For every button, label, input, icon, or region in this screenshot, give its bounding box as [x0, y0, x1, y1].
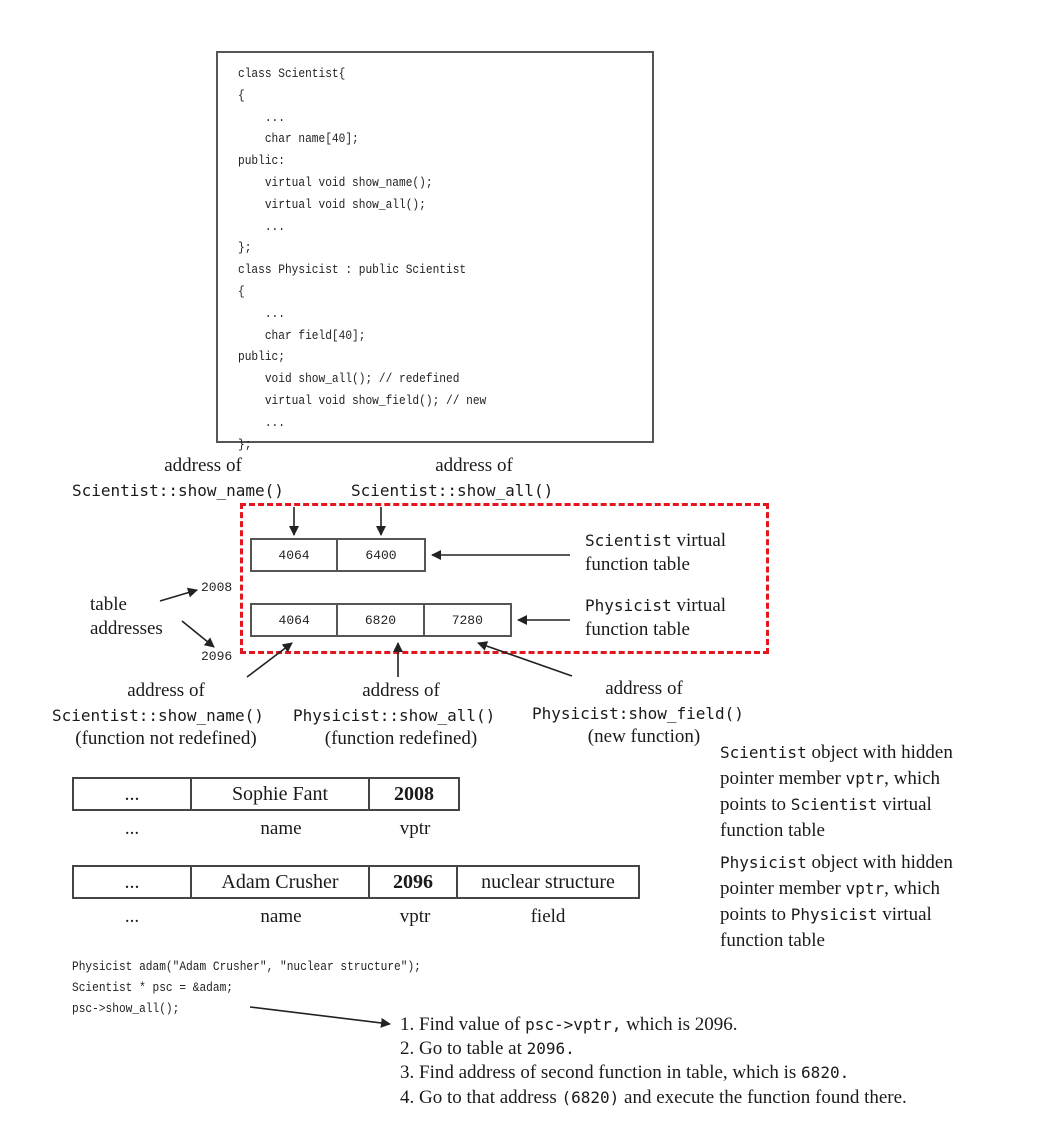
scientist-vtable: 4064 6400: [250, 538, 426, 572]
arrow-table-addr-2008: [159, 587, 198, 602]
physicist-vtable-label-line2: function table: [585, 619, 690, 640]
physicist-object: ... Adam Crusher 2096 nuclear structure: [72, 865, 640, 899]
step-text: 4. Go to that address: [400, 1087, 562, 1108]
step-text: 2. Go to table at: [400, 1038, 527, 1059]
physicist-object-cell: ...: [74, 867, 192, 897]
bottom-label-show-all-caption: address of: [362, 680, 440, 701]
scientist-vtable-label-rest: virtual: [671, 530, 727, 551]
step-4: 4. Go to that address (6820) and execute…: [400, 1087, 907, 1109]
desc-text: object with hidden: [806, 852, 953, 873]
step-text: 3. Find address of second function in ta…: [400, 1062, 802, 1083]
physicist-vtable-label-mono: Physicist: [585, 596, 672, 615]
scientist-object-label: name: [260, 818, 302, 839]
desc-text: virtual: [877, 904, 932, 925]
desc-text: points to: [720, 794, 791, 815]
top-right-address-caption: address of: [435, 455, 513, 476]
table-addresses-label-line1: table: [90, 594, 127, 615]
scientist-object-cell: ...: [74, 779, 192, 809]
step-text: and execute the function found there.: [619, 1087, 907, 1108]
physicist-vtable-cell: 7280: [451, 612, 483, 628]
desc-mono: vptr: [845, 769, 885, 788]
step-2: 2. Go to table at 2096.: [400, 1038, 575, 1060]
scientist-object-label: ...: [124, 818, 140, 839]
table-address-2096: 2096: [201, 649, 233, 664]
step-mono: 2096.: [526, 1039, 575, 1058]
table-address-2008: 2008: [201, 580, 233, 595]
physicist-object-label: field: [530, 906, 566, 927]
desc-mono: Physicist: [790, 905, 878, 924]
desc-text: function table: [720, 820, 825, 841]
class-definition-code: class Scientist{ { ... char name[40]; pu…: [238, 66, 487, 452]
step-text: 1. Find value of: [400, 1014, 526, 1035]
scientist-vtable-cell: 6400: [365, 547, 397, 563]
desc-text: , which: [884, 878, 941, 899]
physicist-object-label: name: [260, 906, 302, 927]
physicist-vtable-cell: 6820: [338, 605, 425, 635]
desc-mono: vptr: [845, 879, 885, 898]
scientist-object-vptr-cell: 2008: [394, 782, 434, 805]
desc-text: object with hidden: [806, 742, 953, 763]
step-mono: (6820): [561, 1088, 620, 1107]
step-3: 3. Find address of second function in ta…: [400, 1062, 849, 1084]
desc-text: pointer member: [720, 768, 846, 789]
step-text: which is 2096.: [621, 1014, 738, 1035]
desc-text: points to: [720, 904, 791, 925]
scientist-vtable-cell: 4064: [252, 540, 339, 570]
bottom-label-show-all-func: Physicist::show_all(): [293, 706, 496, 725]
class-definition-code-box: class Scientist{ { ... char name[40]; pu…: [216, 51, 654, 452]
desc-text: function table: [720, 930, 825, 951]
desc-mono: Physicist: [720, 853, 807, 872]
table-addresses-label-line2: addresses: [90, 618, 163, 639]
scientist-vtable-label-mono: Scientist: [585, 531, 672, 550]
physicist-object-vptr-cell: 2096: [370, 867, 458, 897]
physicist-object-field-cell: nuclear structure: [481, 870, 615, 893]
physicist-vtable-label: Physicist virtual: [585, 595, 726, 617]
scientist-object-description: Scientist object with hidden pointer mem…: [720, 740, 953, 844]
physicist-object-name-cell: Adam Crusher: [192, 867, 370, 897]
physicist-object-description: Physicist object with hidden pointer mem…: [720, 850, 953, 954]
desc-text: virtual: [877, 794, 932, 815]
physicist-vtable-cell: 4064: [252, 605, 339, 635]
step-mono: 6820.: [801, 1063, 850, 1082]
step-mono: psc->vptr,: [525, 1015, 622, 1034]
step-1: 1. Find value of psc->vptr, which is 209…: [400, 1014, 738, 1036]
bottom-label-show-name-func: Scientist::show_name(): [52, 706, 264, 725]
scientist-object-name-cell: Sophie Fant: [192, 779, 370, 809]
bottom-label-show-name-caption: address of: [127, 680, 205, 701]
desc-text: , which: [884, 768, 941, 789]
bottom-label-show-field-func: Physicist:show_field(): [532, 704, 744, 723]
usage-code: Physicist adam("Adam Crusher", "nuclear …: [72, 959, 421, 1016]
physicist-vtable-label-rest: virtual: [671, 595, 727, 616]
desc-text: pointer member: [720, 878, 846, 899]
bottom-label-show-name-note: (function not redefined): [75, 728, 257, 749]
top-right-address-func: Scientist::show_all(): [351, 481, 554, 500]
bottom-label-show-field-caption: address of: [605, 678, 683, 699]
arrow-table-addr-2096: [181, 620, 215, 648]
scientist-vtable-label-line2: function table: [585, 554, 690, 575]
bottom-label-show-field-note: (new function): [587, 726, 701, 747]
bottom-label-show-all-note: (function redefined): [324, 728, 478, 749]
physicist-vtable: 4064 6820 7280: [250, 603, 512, 637]
scientist-vtable-label: Scientist virtual: [585, 530, 726, 552]
scientist-object-label: vptr: [399, 818, 431, 839]
physicist-object-label: ...: [124, 906, 140, 927]
top-left-address-caption: address of: [164, 455, 242, 476]
top-left-address-func: Scientist::show_name(): [72, 481, 284, 500]
physicist-object-label: vptr: [399, 906, 431, 927]
desc-mono: Scientist: [720, 743, 807, 762]
scientist-object: ... Sophie Fant 2008: [72, 777, 460, 811]
desc-mono: Scientist: [790, 795, 878, 814]
